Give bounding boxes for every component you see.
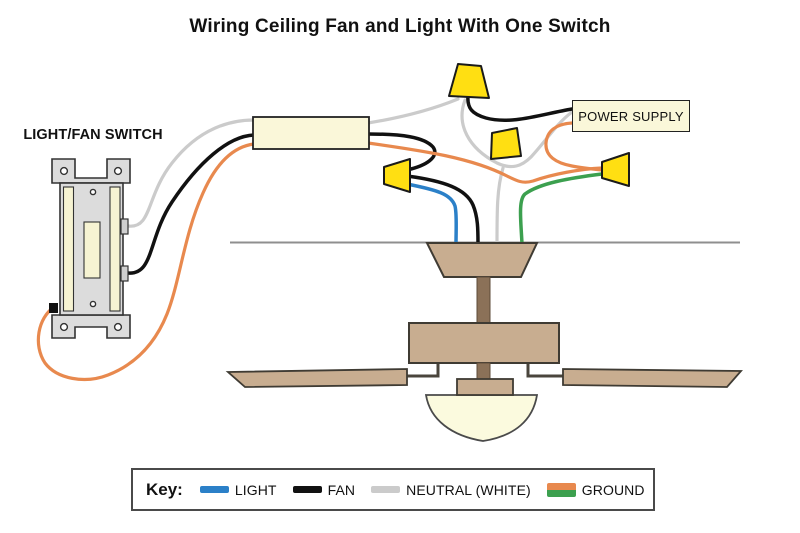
- fan-wire: [126, 94, 574, 275]
- fan-wire-swatch: [292, 486, 322, 493]
- switch-terminal-neutral: [120, 218, 129, 235]
- power-supply-label: POWER SUPPLY: [578, 108, 684, 124]
- key-label-light: LIGHT: [234, 481, 277, 498]
- key-item-fan: FAN: [292, 481, 356, 498]
- light-fan-switch: [49, 158, 131, 339]
- ground-wire-orange: [36, 121, 604, 382]
- canopy: [425, 242, 539, 278]
- key-item-ground: GROUND: [546, 481, 645, 498]
- key-heading: Key:: [146, 479, 183, 499]
- switch-screws: [59, 166, 123, 332]
- power-supply-box: POWER SUPPLY: [572, 100, 690, 132]
- motor-housing: [408, 322, 560, 364]
- blade-bracket-right: [526, 363, 563, 378]
- wire-nut-icon-left: [383, 158, 411, 193]
- switch-slot-left: [62, 186, 75, 312]
- light-wire: [405, 182, 458, 246]
- key-label-neutral: NEUTRAL (WHITE): [406, 481, 531, 498]
- neutral-wire-swatch: [371, 486, 401, 493]
- switch-slot-right: [109, 186, 121, 312]
- ground-wire-swatch: [546, 482, 576, 497]
- key-legend: Key: LIGHT FAN NEUTRAL (WHITE) GROUND: [131, 468, 655, 511]
- switch-terminal-fan: [120, 265, 129, 282]
- wire-nut-icon-right: [601, 152, 630, 187]
- light-fitter: [456, 378, 514, 396]
- fan-blade-left: [225, 368, 408, 388]
- light-bowl: [424, 394, 539, 442]
- ceiling-fan: [225, 242, 743, 442]
- switch-strap-bottom: [51, 314, 131, 339]
- key-item-light: LIGHT: [199, 481, 277, 498]
- key-label-fan: FAN: [327, 481, 356, 498]
- light-wire-swatch: [199, 486, 229, 493]
- switch-toggle: [83, 221, 101, 279]
- wire-nut-icon-top: [448, 63, 490, 99]
- page-title: Wiring Ceiling Fan and Light With One Sw…: [189, 16, 611, 37]
- downrod: [476, 276, 491, 326]
- fan-blade-right: [562, 368, 743, 388]
- wire-nut-icon-middle: [490, 127, 522, 160]
- switch-label: LIGHT/FAN SWITCH: [23, 127, 163, 143]
- ground-wire-green: [518, 172, 604, 246]
- blade-bracket-left: [407, 363, 440, 378]
- key-item-neutral: NEUTRAL (WHITE): [371, 482, 531, 498]
- junction-box: [252, 116, 370, 150]
- key-label-ground: GROUND: [581, 481, 645, 498]
- switch-ground-terminal: [49, 303, 58, 313]
